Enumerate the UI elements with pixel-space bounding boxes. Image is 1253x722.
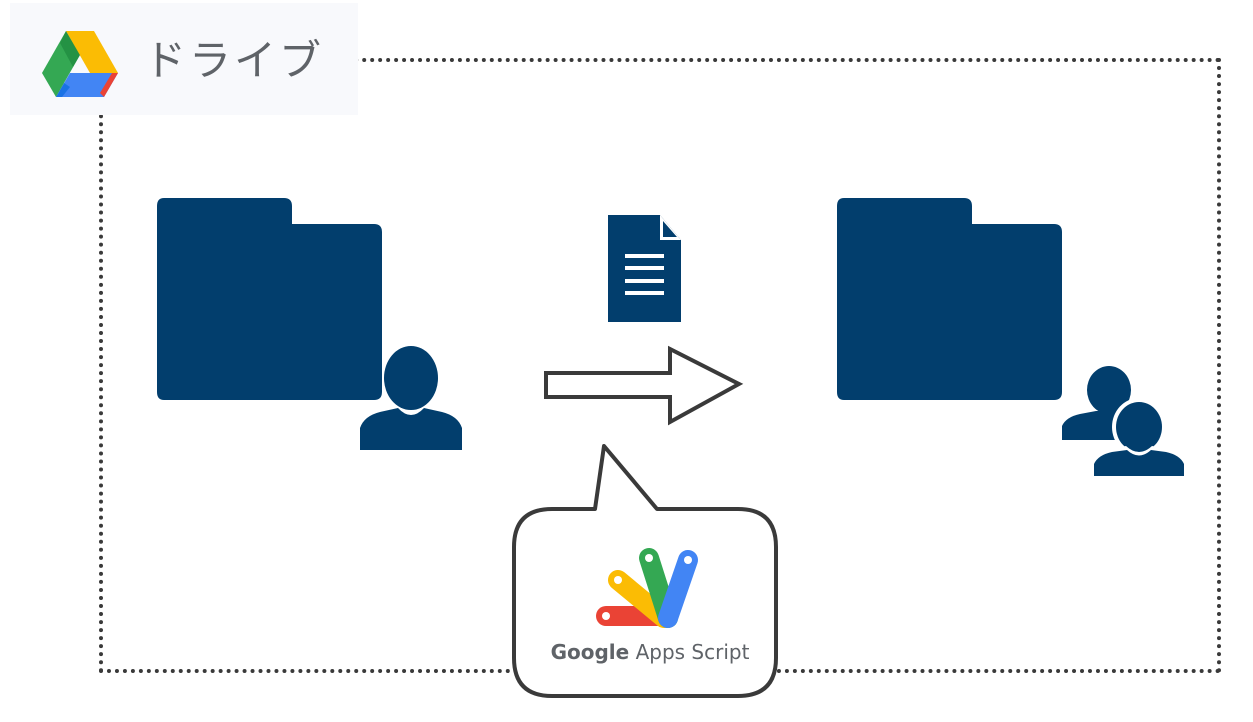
- google-drive-logo-icon: [42, 31, 118, 97]
- drive-title: ドライブ: [144, 36, 325, 85]
- apps-script-label-product: Apps Script: [635, 640, 750, 664]
- people-icon: [1062, 366, 1188, 480]
- document-icon: [608, 215, 681, 322]
- person-icon: [360, 346, 462, 450]
- source-folder-icon: [157, 198, 382, 400]
- destination-folder-icon: [837, 198, 1062, 400]
- right-arrow-icon: [544, 345, 744, 426]
- apps-script-label: Google Apps Script: [540, 640, 760, 664]
- drive-header: ドライブ: [10, 3, 358, 115]
- apps-script-label-brand: Google: [550, 640, 630, 664]
